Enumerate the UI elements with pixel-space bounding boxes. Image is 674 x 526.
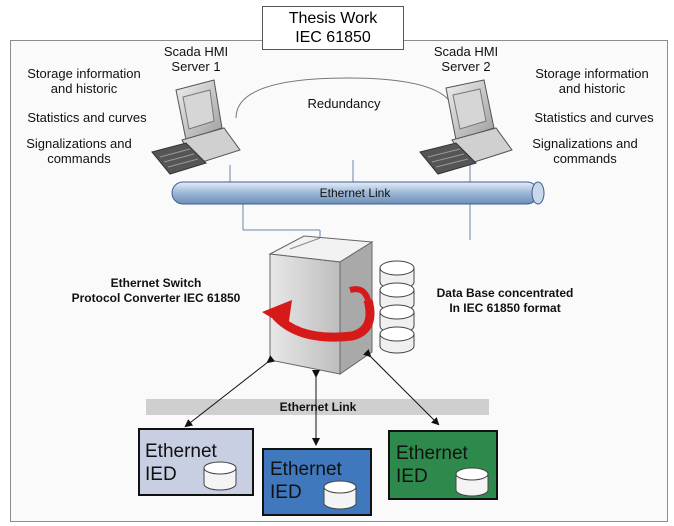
ied-box-1-line2: IED (145, 464, 177, 485)
ied-box-2-line2: IED (270, 482, 302, 503)
server1-line1: Scada HMI (163, 44, 229, 59)
right-sig-note: Signalizations and commands (520, 136, 650, 166)
server2-label: Scada HMI Server 2 (418, 44, 514, 74)
ied-box-2: Ethernet IED (262, 448, 372, 516)
ethernet-link-bottom-label: Ethernet Link (279, 400, 357, 414)
right-storage-note: Storage information and historic (522, 66, 662, 96)
switch-label: Ethernet Switch Protocol Converter IEC 6… (44, 276, 268, 306)
redundancy-label: Redundancy (307, 96, 381, 111)
server1-label: Scada HMI Server 1 (148, 44, 244, 74)
left-sig-line1: Signalizations and (26, 136, 132, 151)
ied-box-2-line1: Ethernet (270, 459, 342, 480)
right-stats-note: Statistics and curves (534, 110, 654, 125)
right-storage-line1: Storage information (535, 66, 649, 81)
title-box: Thesis Work IEC 61850 (262, 6, 404, 50)
right-sig-line2: commands (553, 151, 617, 166)
left-sig-line2: commands (47, 151, 111, 166)
database-line1: Data Base concentrated (436, 286, 574, 300)
ied-box-3-line1: Ethernet (396, 443, 468, 464)
right-sig-line1: Signalizations and (532, 136, 638, 151)
ethernet-link-top-label: Ethernet Link (319, 186, 391, 200)
title-line2: IEC 61850 (295, 29, 371, 46)
server2-line1: Scada HMI (433, 44, 499, 59)
switch-line2: Protocol Converter IEC 61850 (71, 291, 241, 305)
left-sig-note: Signalizations and commands (14, 136, 144, 166)
database-line2: In IEC 61850 format (449, 301, 561, 315)
left-storage-line1: Storage information (27, 66, 141, 81)
ied-box-1: Ethernet IED (138, 428, 254, 496)
server1-line2: Server 1 (171, 59, 221, 74)
right-storage-line2: and historic (558, 81, 626, 96)
server2-line2: Server 2 (441, 59, 491, 74)
database-label: Data Base concentrated In IEC 61850 form… (416, 286, 594, 316)
left-storage-line2: and historic (50, 81, 118, 96)
title-line1: Thesis Work (288, 10, 378, 27)
ied-box-3-line2: IED (396, 466, 428, 487)
left-storage-note: Storage information and historic (14, 66, 154, 96)
switch-line1: Ethernet Switch (110, 276, 202, 290)
ied-box-1-line1: Ethernet (145, 441, 217, 462)
left-stats-note: Statistics and curves (27, 110, 147, 125)
ied-box-3: Ethernet IED (388, 430, 498, 500)
